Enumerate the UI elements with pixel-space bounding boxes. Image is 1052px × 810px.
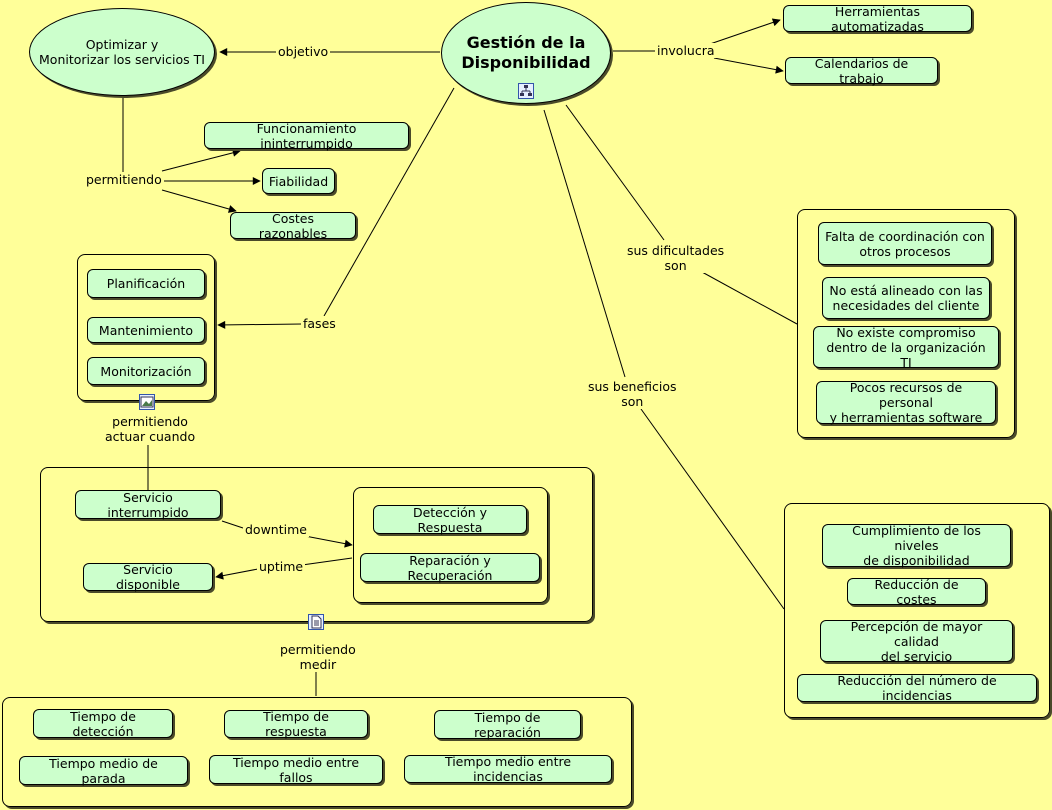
involves-node[interactable]: Herramientas automatizadas [783,4,972,34]
involves-node[interactable]: Calendarios de trabajo [785,56,938,86]
response-node[interactable]: Detección y Respuesta [373,505,527,535]
responses-group [353,487,548,603]
objective-text: Optimizar y Monitorizar los servicios TI [39,37,205,67]
link-dificultades: sus dificultades son [625,243,727,273]
benefits-group [784,503,1050,718]
metric-node[interactable]: Tiempo de reparación [434,710,581,740]
phase-node[interactable]: Planificación [87,269,205,298]
document-icon[interactable] [308,614,324,630]
image-icon[interactable] [139,394,155,410]
link-medir: permitiendo medir [278,642,358,672]
link-fases: fases [301,316,338,331]
state-available[interactable]: Servicio disponible [83,562,213,592]
difficulty-node[interactable]: Falta de coordinación con otros procesos [818,222,992,265]
link-beneficios: sus beneficios son [586,379,679,409]
difficulty-node[interactable]: No está alineado con las necesidades del… [822,277,990,319]
benefit-node[interactable]: Cumplimiento de los niveles de disponibi… [822,523,1011,568]
link-objetivo: objetivo [276,44,331,59]
difficulties-group [797,209,1015,438]
link-permitiendo: permitiendo [84,172,164,187]
link-downtime: downtime [243,522,309,537]
metric-node[interactable]: Tiempo de detección [33,709,173,739]
benefit-node[interactable]: Percepción de mayor calidad del servicio [820,619,1013,664]
metrics-group [2,697,632,807]
metric-node[interactable]: Tiempo medio entre incidencias [404,754,612,784]
difficulty-node[interactable]: No existe compromiso dentro de la organi… [813,325,999,370]
link-uptime: uptime [257,559,306,574]
benefit-node[interactable]: Reducción del número de incidencias [797,673,1037,703]
metric-node[interactable]: Tiempo medio de parada [19,756,188,786]
response-node[interactable]: Reparación y Recuperación [360,553,540,583]
hierarchy-icon[interactable] [518,83,534,99]
phase-node[interactable]: Monitorización [87,357,205,385]
difficulty-node[interactable]: Pocos recursos de personal y herramienta… [816,380,996,425]
root-title: Gestión de la Disponibilidad [461,33,591,72]
link-actuar: permitiendo actuar cuando [103,414,198,444]
objective-concept[interactable]: Optimizar y Monitorizar los servicios TI [29,8,215,96]
metric-node[interactable]: Tiempo medio entre fallos [209,755,383,785]
allows-node[interactable]: Costes razonables [230,211,356,241]
allows-node[interactable]: Fiabilidad [262,168,335,194]
state-interrupted[interactable]: Servicio interrumpido [75,490,221,520]
phase-node[interactable]: Mantenimiento [87,317,205,343]
link-involucra: involucra [655,43,717,58]
benefit-node[interactable]: Reducción de costes [847,577,986,607]
allows-node[interactable]: Funcionamiento ininterrumpido [204,121,409,151]
metric-node[interactable]: Tiempo de respuesta [224,709,368,739]
